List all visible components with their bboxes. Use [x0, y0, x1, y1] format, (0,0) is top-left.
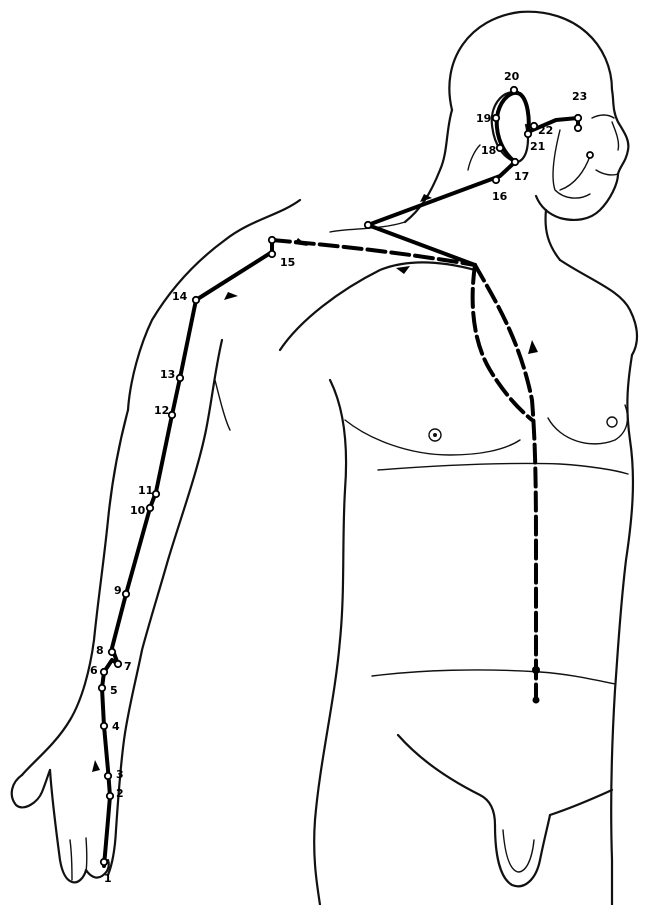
label-21: 21: [530, 140, 545, 153]
chest-curve: [280, 262, 475, 350]
left-torso-side: [314, 380, 346, 905]
point-14: [193, 297, 199, 303]
point-19: [493, 115, 499, 121]
point-10: [147, 505, 153, 511]
point-23: [575, 115, 581, 121]
meridian-arm: [102, 240, 272, 866]
armpit: [215, 380, 230, 430]
pectoral-left: [345, 420, 520, 455]
label-7: 7: [124, 660, 132, 673]
meridian-trunk: [475, 265, 536, 700]
label-8: 8: [96, 644, 104, 657]
genital-inner: [503, 830, 534, 872]
neck-junction: [365, 222, 371, 228]
arrow-trunk: [396, 266, 410, 274]
finger-line-2: [86, 838, 87, 872]
point-9: [123, 591, 129, 597]
waist-line: [372, 670, 615, 684]
nipple-left-inner: [433, 433, 437, 437]
rib-line: [378, 463, 628, 474]
point-3: [105, 773, 111, 779]
label-11: 11: [138, 484, 153, 497]
point-7: [115, 661, 121, 667]
label-15: 15: [280, 256, 295, 269]
finger-line-1: [70, 840, 72, 880]
point-1: [101, 859, 107, 865]
label-5: 5: [110, 684, 118, 697]
label-22: 22: [538, 124, 553, 137]
point-13: [177, 375, 183, 381]
label-1: 1: [104, 872, 112, 885]
point-4: [101, 723, 107, 729]
label-6: 6: [90, 664, 98, 677]
trunk-end: [533, 697, 540, 704]
groin-right: [550, 790, 612, 815]
label-17: 17: [514, 170, 529, 183]
nose: [612, 122, 619, 150]
nipple-right: [607, 417, 617, 427]
eyebrow: [592, 115, 614, 118]
point-5: [99, 685, 105, 691]
acupoints: [99, 87, 581, 865]
hand-fingers: [50, 770, 109, 882]
hair-line: [468, 145, 480, 170]
point-8: [109, 649, 115, 655]
trunk-point: [532, 666, 540, 674]
neck-back: [405, 110, 452, 222]
genital: [495, 815, 550, 886]
arrow-hand: [92, 760, 100, 772]
hand-thumb: [12, 770, 50, 807]
label-9: 9: [114, 584, 122, 597]
groin-left: [398, 735, 495, 825]
point-15b: [269, 237, 275, 243]
label-3: 3: [116, 768, 124, 781]
point-18: [497, 145, 503, 151]
point-21: [525, 131, 531, 137]
point-16: [493, 177, 499, 183]
arrow-chest: [528, 340, 538, 354]
label-16: 16: [492, 190, 508, 203]
label-10: 10: [130, 504, 146, 517]
label-13: 13: [160, 368, 175, 381]
label-18: 18: [481, 144, 496, 157]
right-shoulder: [560, 260, 637, 355]
point-22: [531, 123, 537, 129]
point-20: [511, 87, 517, 93]
label-12: 12: [154, 404, 169, 417]
point-labels: 1 2 3 4 5 6 7 8 9 10 11 12 13 14 15 16 1…: [90, 70, 587, 885]
point-6: [101, 669, 107, 675]
arrow-upper-arm: [224, 292, 238, 300]
point-15: [269, 251, 275, 257]
label-20: 20: [504, 70, 520, 83]
label-2: 2: [116, 787, 124, 800]
meridian-path: [102, 93, 593, 866]
meridian-trunk-side: [473, 265, 532, 420]
mouth: [596, 170, 618, 175]
label-14: 14: [172, 290, 188, 303]
face-point: [587, 152, 593, 158]
label-19: 19: [476, 112, 491, 125]
cheek-line: [553, 130, 590, 198]
point-2: [107, 793, 113, 799]
label-4: 4: [112, 720, 120, 733]
point-17: [512, 159, 518, 165]
meridian-face: [560, 156, 590, 190]
right-side-torso: [611, 355, 633, 905]
point-11: [153, 491, 159, 497]
label-23: 23: [572, 90, 587, 103]
point-23b: [575, 125, 581, 131]
point-12: [169, 412, 175, 418]
